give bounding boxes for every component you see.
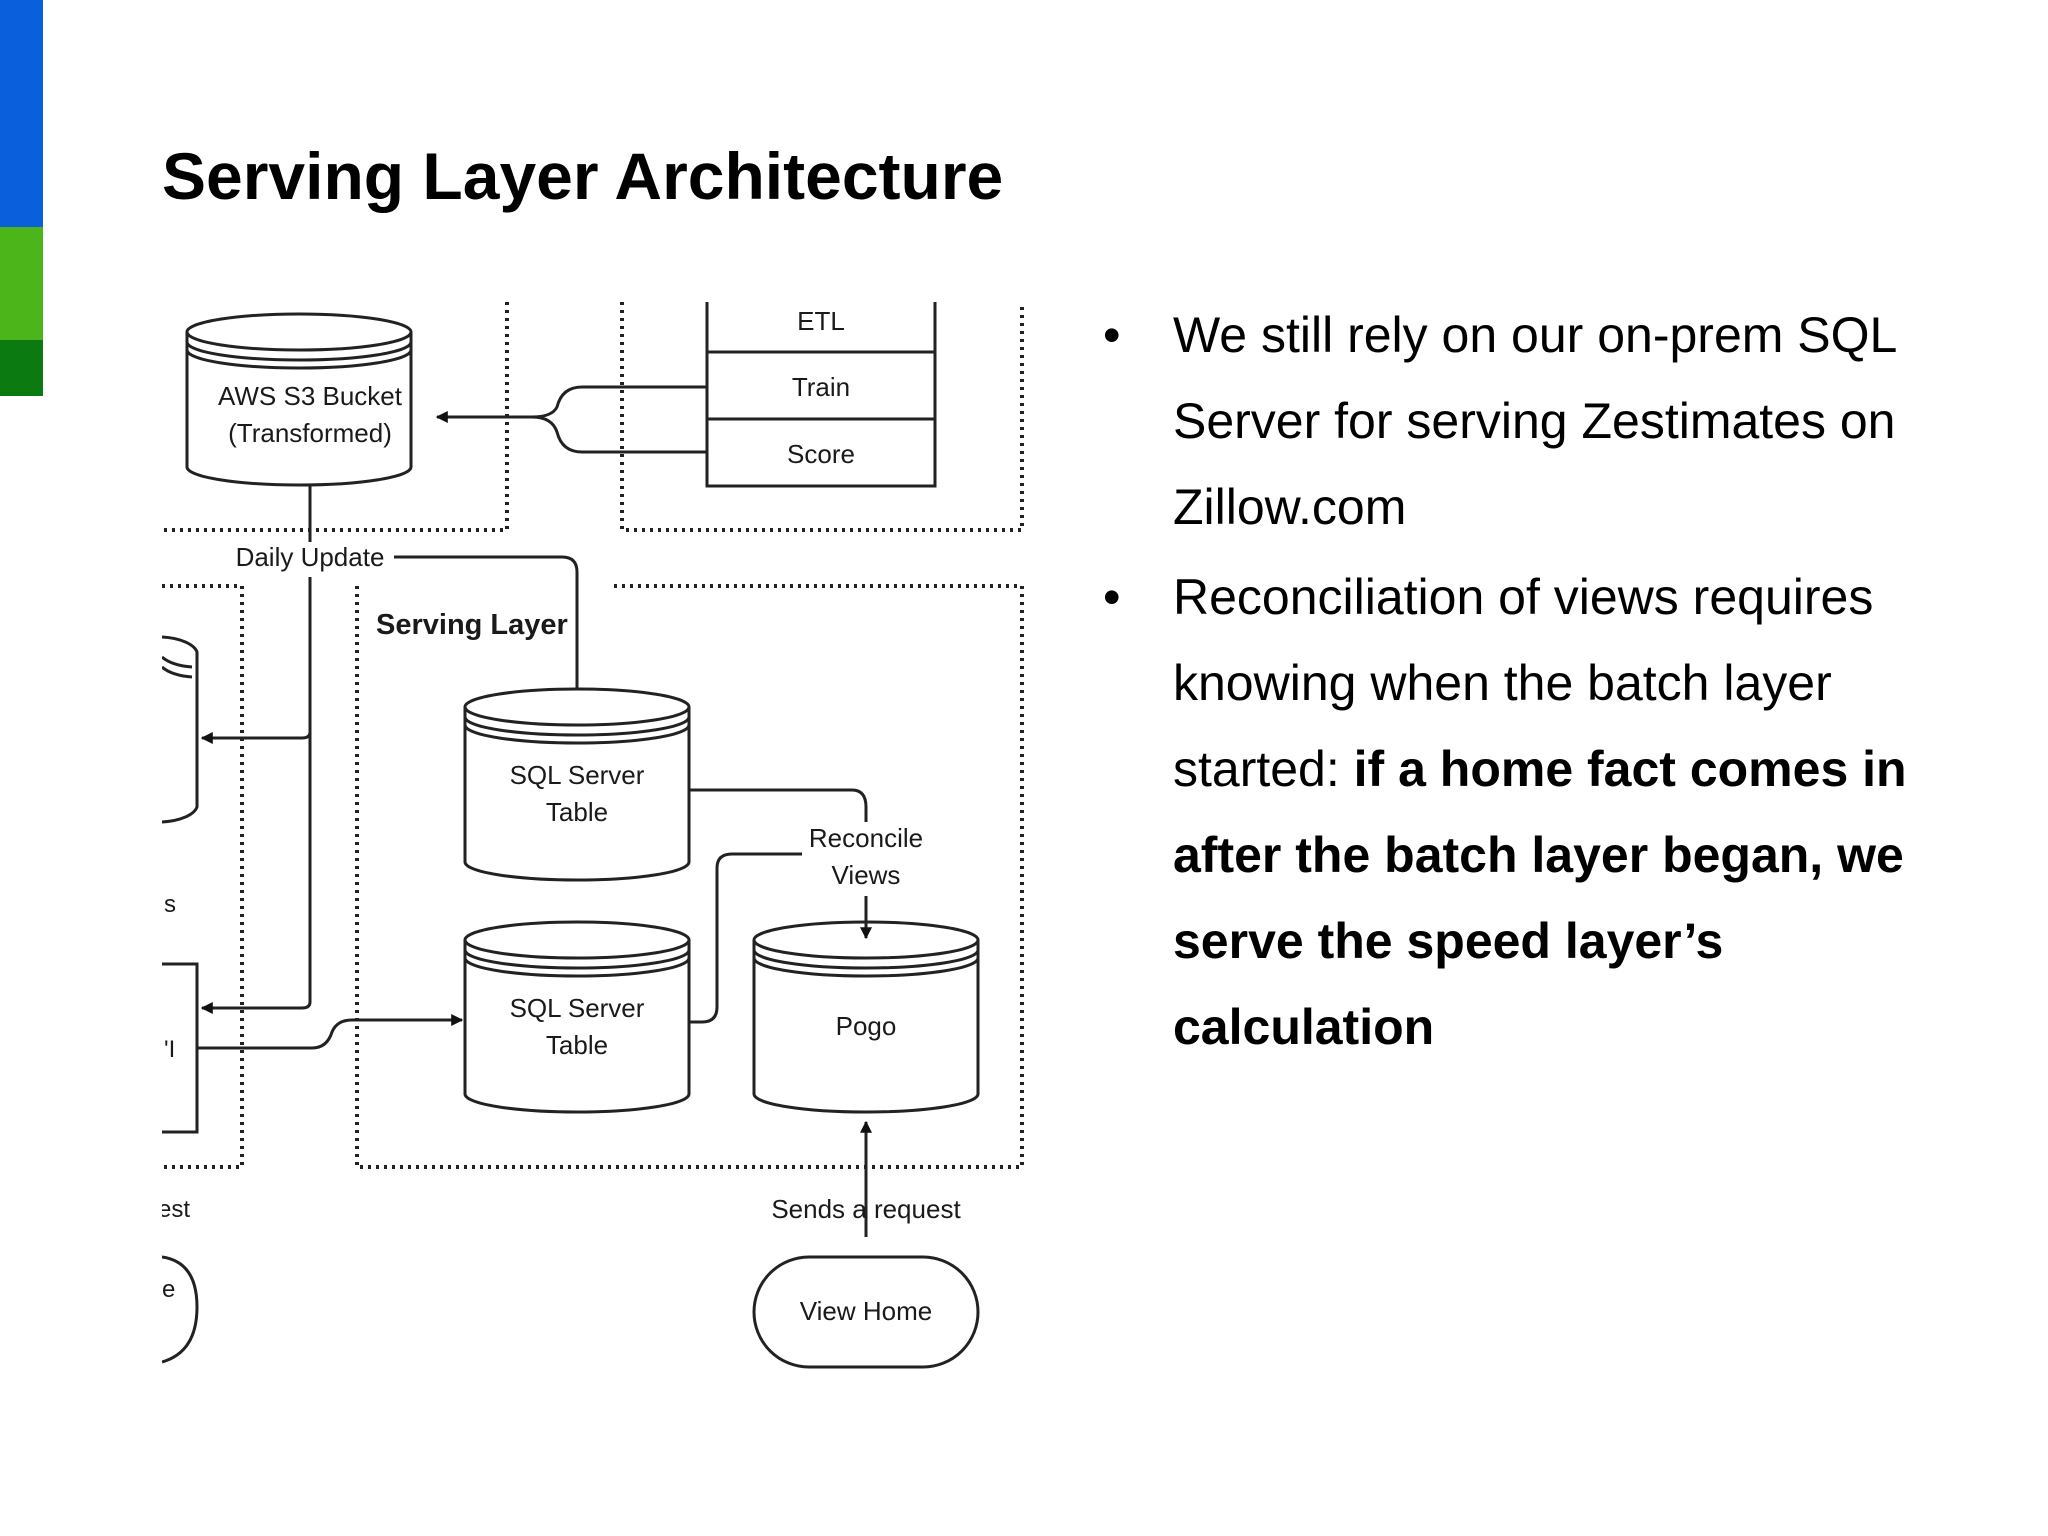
accent-bar-blue <box>0 0 43 227</box>
serving-layer-label: Serving Layer <box>376 609 568 641</box>
sends-request-label: Sends a request <box>771 1194 961 1224</box>
sql-table-2-label-1: SQL Server <box>510 993 645 1023</box>
s3-bucket-label-1: AWS S3 Bucket <box>218 381 403 411</box>
bullet-1-text: We still rely on our on-prem SQL Server … <box>1173 307 1896 535</box>
accent-bar-dark-green <box>0 340 43 396</box>
architecture-diagram: AWS S3 Bucket (Transformed) ETL Train Sc… <box>162 302 1024 1369</box>
reconcile-label-2: Views <box>832 860 901 890</box>
sql-table-1-label-2: Table <box>546 797 608 827</box>
s3-bucket-label-2: (Transformed) <box>228 418 392 448</box>
pipeline-stack <box>705 302 937 488</box>
bullet-item-2: Reconciliation of views requires knowing… <box>1095 554 1975 1070</box>
cut-label-s: s <box>164 891 176 918</box>
cut-label-api: 'I <box>164 1036 175 1063</box>
pogo-cylinder <box>752 920 980 1114</box>
pipeline-train: Train <box>792 372 850 402</box>
sql-table-1-label-1: SQL Server <box>510 760 645 790</box>
sql-table-2-cylinder <box>463 920 691 1114</box>
page-title: Serving Layer Architecture <box>162 139 1004 213</box>
daily-update-label: Daily Update <box>236 542 385 572</box>
view-home-label: View Home <box>800 1296 932 1326</box>
bullet-2-text: Reconciliation of views requires knowing… <box>1173 569 1874 797</box>
cut-label-e: e <box>162 1276 175 1303</box>
sql-table-2-label-2: Table <box>546 1030 608 1060</box>
reconcile-label-1: Reconcile <box>809 823 923 853</box>
bullet-item-1: We still rely on our on-prem SQL Server … <box>1095 292 1975 550</box>
cut-label-est: est <box>162 1196 190 1223</box>
accent-bar-green <box>0 227 43 340</box>
dotted-boundaries <box>162 302 1024 1169</box>
sql-table-1-cylinder <box>463 687 691 882</box>
s3-bucket-cylinder <box>185 312 413 487</box>
pogo-label: Pogo <box>836 1011 897 1041</box>
pipeline-score: Score <box>787 439 855 469</box>
pipeline-etl: ETL <box>797 306 845 336</box>
bullet-list: We still rely on our on-prem SQL Server … <box>1095 292 1975 1074</box>
bullet-2-bold-text: if a home fact comes in after the batch … <box>1173 741 1907 1055</box>
